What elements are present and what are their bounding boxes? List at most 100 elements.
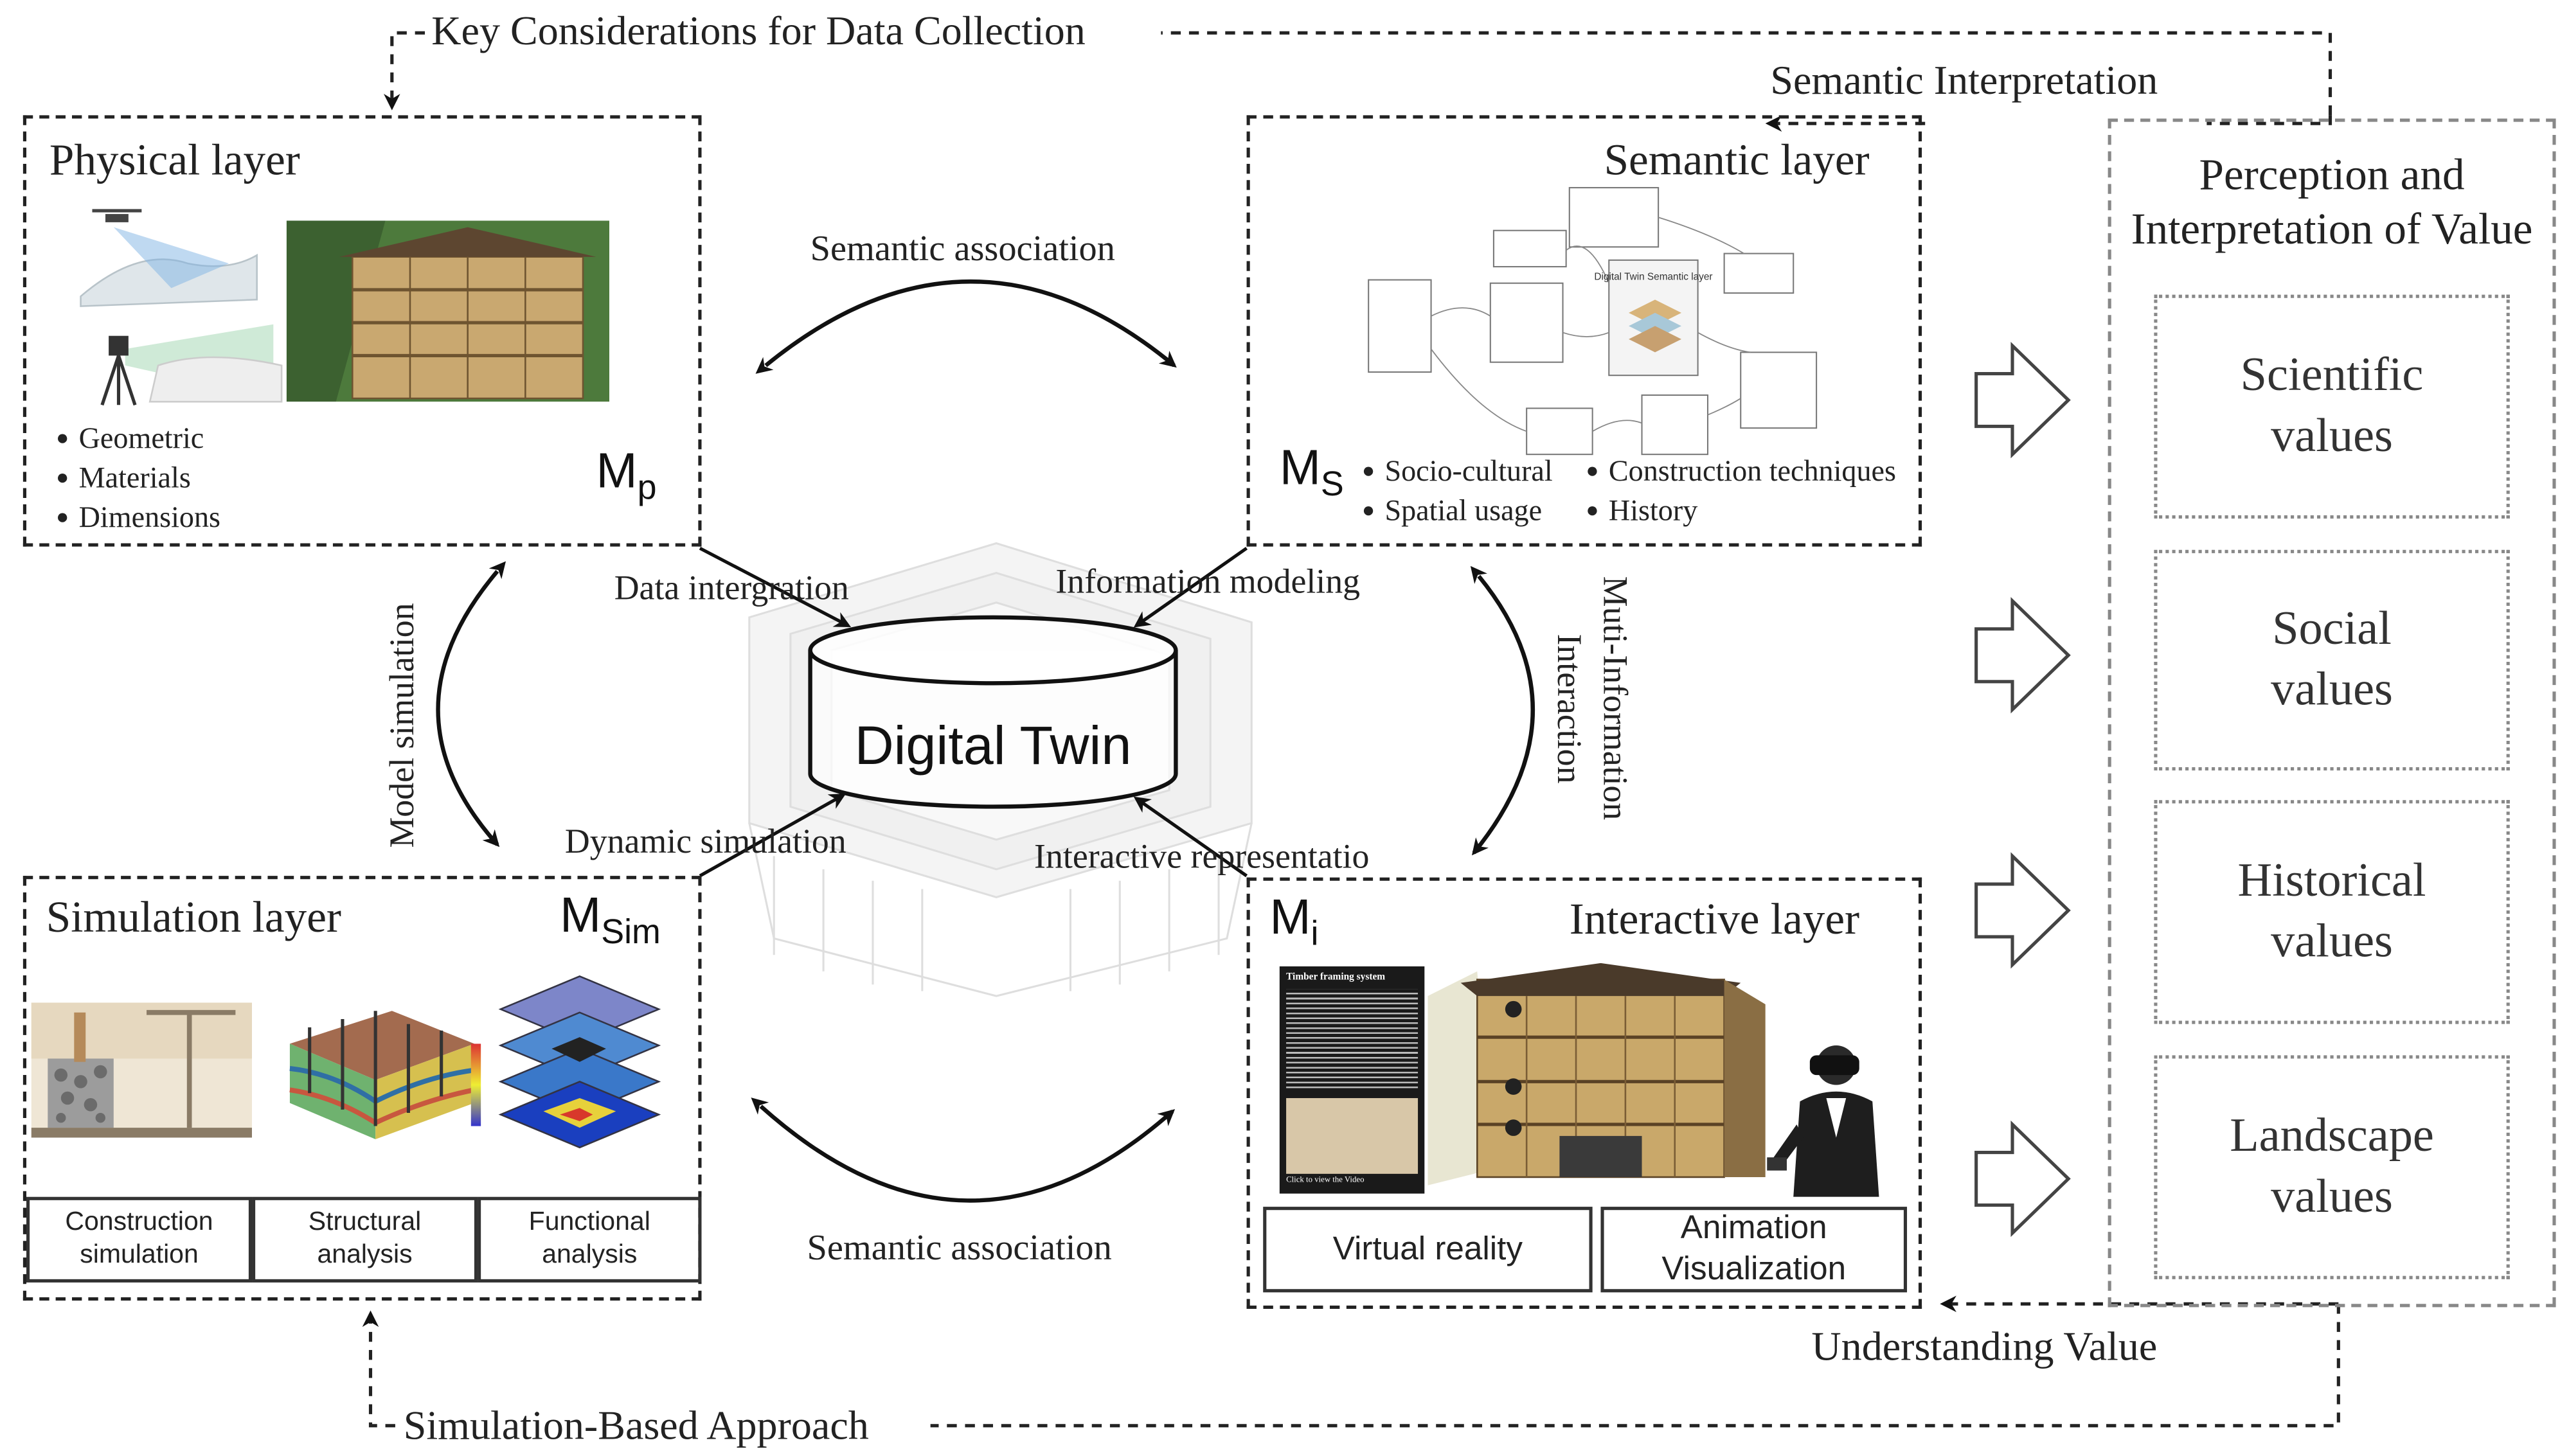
info-card-photo (1286, 1097, 1419, 1174)
animation-visualization-box: Animation Visualization (1600, 1207, 1908, 1293)
semantic-diagram-center-label: Digital Twin Semantic layer (1594, 272, 1712, 283)
top-loop-line-left (383, 31, 425, 111)
functional-analysis-line1: Functional (528, 1208, 650, 1237)
interactive-symbol: Mi (1269, 891, 1318, 955)
hollow-arrow-icons (1974, 342, 2071, 1238)
dynamic-simulation-arrow (699, 794, 846, 878)
data-integration-label: Data intergration (614, 567, 849, 608)
social-values-line1: Social (2272, 602, 2392, 655)
semantic-bullet-construction-techniques: Construction techniques (1586, 454, 1896, 489)
simulation-layer-panel: Simulation layer MSim (22, 876, 702, 1301)
information-modeling-label: Information modeling (1055, 561, 1361, 601)
landscape-values-box: Landscape values (2154, 1055, 2510, 1279)
physical-bullet-materials: Materials (56, 461, 191, 495)
animation-label: Animation (1680, 1210, 1827, 1247)
interactive-symbol-main: M (1269, 891, 1311, 945)
interactive-layer-panel: Mi Interactive layer Timber framing syst… (1246, 877, 1922, 1309)
info-card-footer: Click to view the Video (1286, 1176, 1365, 1185)
scientific-values-box: Scientific values (2154, 294, 2510, 519)
scientific-values-line2: values (2271, 409, 2393, 463)
info-card-text-lines (1286, 989, 1419, 1088)
virtual-reality-box: Virtual reality (1263, 1207, 1593, 1293)
structural-analysis-image (289, 1011, 481, 1140)
functional-analysis-box: Functional analysis (478, 1196, 702, 1283)
interactive-representation-label: Interactive representatio (1034, 836, 1370, 876)
understanding-value-label: Understanding Value (1811, 1325, 2158, 1370)
physical-symbol-subscript: p (637, 469, 657, 508)
historical-values-line2: values (2271, 915, 2393, 968)
interaction-label: Interaction (1550, 634, 1589, 784)
semantic-bullet-socio-cultural: Socio-cultural (1362, 454, 1552, 489)
data-integration-arrow (699, 546, 852, 628)
info-card-title: Timber framing system (1286, 973, 1386, 983)
bottom-semantic-arc (751, 1097, 1176, 1203)
digital-twin-cylinder (808, 615, 1178, 809)
top-semantic-arc (755, 279, 1177, 374)
construction-simulation-line2: simulation (80, 1241, 199, 1270)
physical-symbol-main: M (596, 444, 638, 499)
key-considerations-label: Key Considerations for Data Collection (431, 10, 1086, 55)
values-panel-title: Perception and Interpretation of Value (2108, 148, 2556, 257)
physical-layer-panel: Physical layer Geometric (22, 115, 702, 547)
historical-values-box: Historical values (2154, 800, 2510, 1024)
vr-user-image (1767, 1045, 1879, 1197)
simulation-based-approach-label: Simulation-Based Approach (403, 1404, 869, 1449)
information-modeling-arrow (1133, 547, 1248, 628)
structural-analysis-line2: analysis (317, 1241, 413, 1270)
digital-twin-label: Digital Twin (854, 714, 1132, 776)
values-title-line2: Interpretation of Value (2131, 204, 2533, 254)
values-title-line1: Perception and (2199, 150, 2465, 200)
semantic-symbol: MS (1280, 441, 1344, 506)
semantic-symbol-subscript: S (1320, 466, 1344, 504)
landscape-values-line1: Landscape (2230, 1109, 2434, 1162)
interactive-symbol-subscript: i (1311, 915, 1319, 954)
functional-analysis-line2: analysis (542, 1241, 638, 1270)
semantic-bullet-spatial-usage: Spatial usage (1362, 494, 1542, 529)
visualization-label: Visualization (1661, 1251, 1847, 1288)
top-semantic-association-label: Semantic association (810, 227, 1115, 269)
semantic-layer-title: Semantic layer (1604, 135, 1870, 184)
building-model-image (286, 220, 610, 402)
construction-simulation-line1: Construction (65, 1208, 213, 1237)
bottom-semantic-association-label: Semantic association (807, 1226, 1112, 1268)
model-simulation-label: Model simulation (382, 603, 422, 848)
historical-values-line1: Historical (2237, 854, 2426, 907)
drone-scan-icon (80, 209, 258, 307)
semantic-layer-panel: Semantic layer Digital Twin Sem (1246, 115, 1922, 547)
top-loop-line (1161, 31, 2332, 116)
physical-layer-title: Physical layer (49, 135, 300, 184)
social-values-line2: values (2271, 663, 2393, 716)
interactive-representation-arrow (1133, 796, 1248, 878)
physical-bullet-dimensions: Dimensions (56, 501, 220, 535)
semantic-symbol-main: M (1279, 441, 1321, 496)
structural-analysis-box: Structural analysis (252, 1196, 478, 1283)
laser-scanner-icon (100, 324, 283, 406)
semantic-interpretation-line (2206, 115, 2332, 125)
functional-analysis-image (498, 975, 661, 1149)
bottom-loop-line-left (362, 1310, 395, 1428)
simulation-symbol-subscript: Sim (601, 914, 661, 952)
semantic-interpretation-label: Semantic Interpretation (1770, 59, 2158, 104)
physical-bullet-geometric: Geometric (56, 422, 204, 456)
construction-simulation-box: Construction simulation (26, 1196, 253, 1283)
social-values-box: Social values (2154, 549, 2510, 771)
semantic-network-diagram: Digital Twin Semantic layer (1368, 187, 1818, 456)
simulation-symbol-main: M (560, 889, 602, 944)
physical-symbol: Mp (596, 445, 657, 509)
dynamic-simulation-label: Dynamic simulation (564, 821, 846, 862)
landscape-values-line2: values (2271, 1170, 2393, 1223)
right-interaction-arc (1470, 565, 1535, 856)
muti-information-label: Muti-Information (1595, 576, 1636, 821)
left-model-arc (436, 561, 506, 848)
building-cutaway-image (1428, 963, 1766, 1185)
timber-framing-info-card: Timber framing system Click to view the … (1279, 966, 1425, 1194)
semantic-bullet-history: History (1586, 494, 1697, 529)
bottom-loop-line (930, 1304, 2340, 1428)
structural-analysis-line1: Structural (308, 1208, 422, 1237)
construction-simulation-image (31, 1002, 253, 1138)
scientific-values-line1: Scientific (2240, 349, 2424, 402)
interactive-layer-title: Interactive layer (1569, 894, 1860, 944)
values-panel (2108, 118, 2556, 1308)
virtual-reality-label: Virtual reality (1332, 1230, 1523, 1267)
